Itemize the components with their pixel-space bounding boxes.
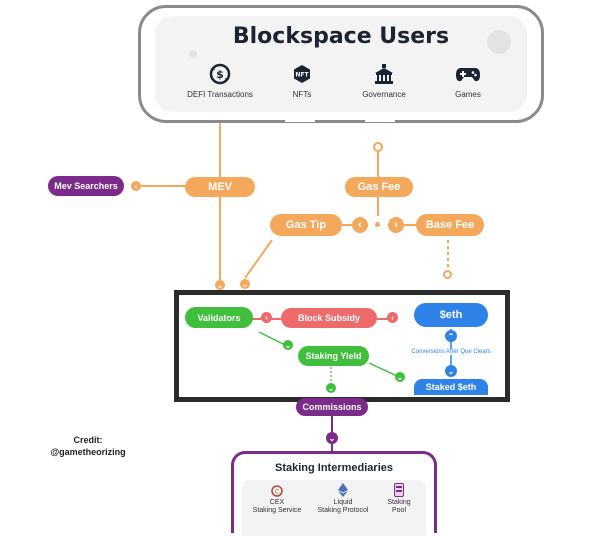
credit-text: Credit: @gametheorizing [44, 434, 132, 458]
chevron-down-icon: ⌄ [445, 365, 457, 377]
staking-intermediaries-title: Staking Intermediaries [275, 462, 393, 474]
credit-line-1: Credit: [73, 435, 103, 445]
category-label-governance: Governance [362, 90, 406, 99]
chevron-right-icon: › [388, 217, 404, 233]
ethereum-icon [338, 483, 348, 497]
validator-flow-panel: Validators ‹ Block Subsidy ‹ $eth ⌄ Stak… [174, 290, 510, 402]
gas-tip-node: Gas Tip [270, 214, 342, 236]
blockspace-users-title: Blockspace Users [232, 24, 450, 49]
base-fee-end-dot [443, 270, 452, 279]
blockspace-users-card: Blockspace Users $ DEFI Transactions NFT… [138, 5, 544, 123]
svg-text:$: $ [216, 68, 224, 81]
gamepad-icon [455, 65, 481, 83]
chevron-left-icon: ‹ [352, 217, 368, 233]
commissions-node: Commissions [296, 398, 368, 416]
svg-text:C: C [275, 489, 279, 496]
staked-eth-node: Staked $eth [414, 379, 488, 395]
pool-icon [394, 483, 404, 497]
defi-exchange-icon: $ [209, 63, 231, 85]
liquid-staking-protocol-label: Liquid Staking Protocol [317, 499, 369, 514]
governance-building-icon [373, 63, 395, 85]
chevron-left-icon: ‹ [387, 312, 398, 323]
chevron-left-icon: ‹ [131, 181, 141, 191]
credit-line-2: @gametheorizing [50, 447, 126, 457]
svg-text:NFT: NFT [295, 72, 309, 79]
frame-gap-left [285, 116, 315, 122]
inner-card [155, 16, 527, 112]
chevron-down-icon: ⌄ [215, 280, 225, 290]
block-subsidy-node: Block Subsidy [281, 308, 377, 328]
chevron-down-icon: ⌄ [283, 340, 293, 350]
frame-gap-right [365, 116, 395, 122]
staking-intermediaries-card: Staking Intermediaries C CEX Staking Ser… [231, 451, 437, 536]
category-label-defi: DEFI Transactions [187, 90, 253, 99]
chevron-down-icon: ⌄ [240, 279, 250, 289]
center-dot [375, 222, 380, 227]
chevron-down-icon: ⌄ [395, 372, 405, 382]
chevron-down-icon: ⌄ [326, 432, 338, 444]
validators-node: Validators [185, 307, 253, 328]
conversions-label: Conversions After Que Clears [401, 349, 501, 355]
decor-circle-right [487, 30, 511, 54]
cex-coin-icon: C [271, 484, 283, 497]
mev-searchers-node: Mev Searchers [48, 176, 124, 196]
chevron-up-icon: ⌃ [445, 330, 457, 342]
eth-node: $eth [414, 303, 488, 327]
cex-staking-service-label: CEX Staking Service [252, 499, 302, 514]
mev-node: MEV [185, 177, 255, 197]
decor-circle-left [189, 50, 197, 58]
nft-icon: NFT [292, 64, 312, 84]
chevron-down-icon: ⌄ [326, 383, 336, 393]
gas-fee-node: Gas Fee [345, 177, 413, 197]
staking-pool-label: Staking Pool [387, 499, 411, 514]
category-label-nfts: NFTs [292, 90, 312, 99]
chevron-left-icon: ‹ [261, 312, 272, 323]
category-label-games: Games [455, 90, 481, 99]
staking-yield-node: Staking Yield [298, 346, 369, 366]
base-fee-node: Base Fee [416, 214, 484, 236]
